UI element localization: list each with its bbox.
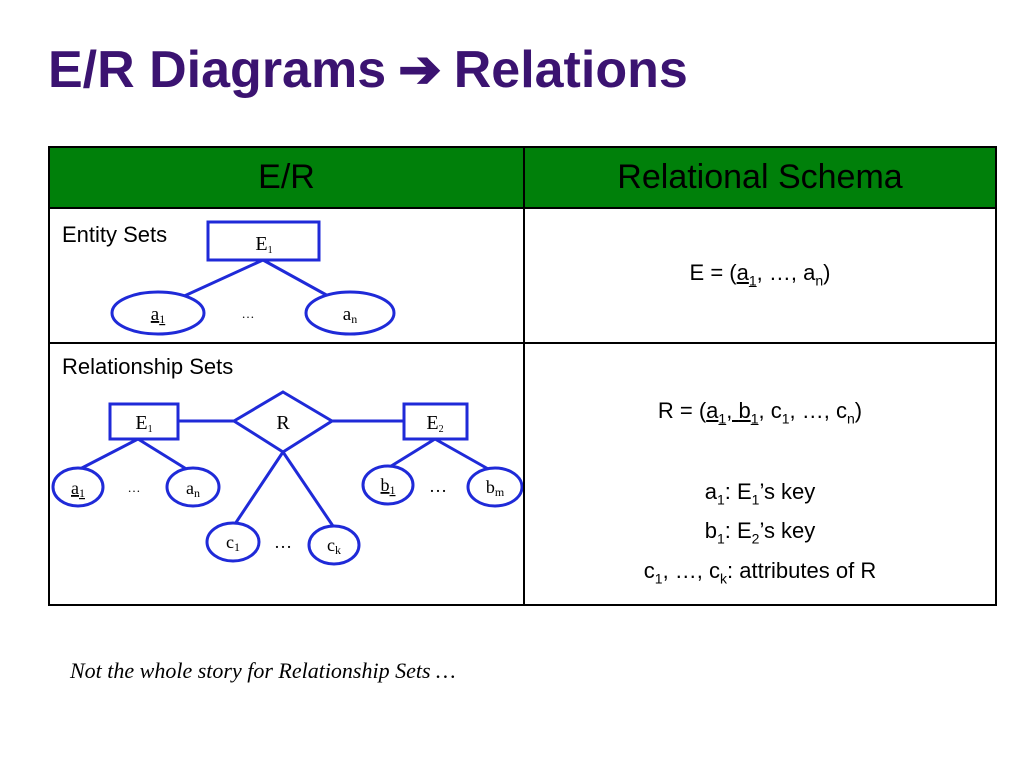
entity-set-diagram: E1 a1 … an [110,220,396,336]
svg-text:…: … [128,480,141,495]
svg-text:b1: b1 [381,475,396,497]
page-title: E/R Diagrams➔Relations [48,41,688,99]
svg-text:E1: E1 [135,412,152,435]
attribute-b1-ellipse [361,464,415,506]
arrow-right-icon: ➔ [398,41,442,99]
attribute-c1-ellipse [205,521,261,563]
attribute-bm-ellipse [466,466,523,508]
svg-text:…: … [242,306,255,321]
relationship-set-diagram: E1 R E2 a1 … an b1 … bm c1 … ck [51,390,523,566]
svg-text:…: … [274,532,292,552]
mapping-table: E/R Relational Schema Entity Sets E1 a1 … [48,146,997,606]
header-relational-schema: Relational Schema [525,148,995,209]
svg-text:E2: E2 [426,412,443,435]
attribute-ck-ellipse [307,524,361,566]
row-label-relationship-sets: Relationship Sets [62,354,234,379]
entity-e2-box [402,402,469,441]
row-divider [50,342,995,344]
column-divider [523,148,525,604]
svg-text:c1: c1 [226,532,240,554]
entity-e1-box [108,402,180,441]
svg-text:E1: E1 [255,233,272,256]
a1-key-note: a1: E1’s key [704,479,816,508]
attribute-an-ellipse [304,290,396,336]
relationship-r-diamond [231,390,335,454]
svg-text:an: an [343,304,357,326]
row-label-entity-sets: Entity Sets [62,222,168,247]
attribute-a1-ellipse [51,466,105,508]
footer-note: Not the whole story for Relationship Set… [70,658,456,683]
entity-schema: E = (a1, …, an) [689,260,831,289]
attribute-a1-ellipse [110,290,206,336]
svg-text:bm: bm [486,477,505,499]
svg-text:…: … [429,476,447,496]
svg-text:a1: a1 [71,478,85,500]
attribute-an-ellipse [165,466,221,508]
relationship-schema-line: R = (a1, b1, c1, …, cn) [657,398,863,427]
b1-key-note: b1: E2’s key [704,518,816,547]
entity-e1-box [206,220,321,262]
svg-text:R: R [276,412,290,434]
header-er: E/R [50,148,523,209]
svg-text:an: an [186,478,200,500]
svg-text:ck: ck [327,535,341,557]
c-attributes-note: c1, …, ck: attributes of R [643,558,877,587]
svg-text:a1: a1 [151,304,165,326]
